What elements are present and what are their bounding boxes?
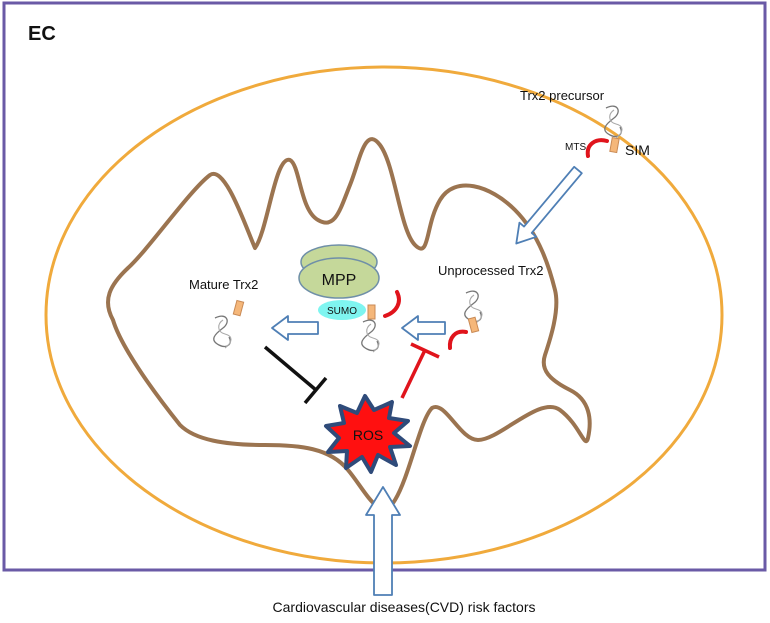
unprocessed-trx2-protein bbox=[447, 290, 483, 350]
trx2-precursor-protein bbox=[585, 105, 623, 158]
sumo-ellipse bbox=[318, 300, 366, 320]
mitochondrion-outline bbox=[106, 137, 592, 511]
risk-factors-arrow bbox=[365, 486, 401, 596]
import-arrow bbox=[515, 165, 583, 245]
processing-sim-block bbox=[367, 304, 376, 320]
mts-label: MTS bbox=[565, 142, 586, 153]
precursor-mts-tail bbox=[585, 138, 609, 158]
ros-label: ROS bbox=[353, 427, 383, 443]
sim-label: SIM bbox=[625, 142, 650, 158]
mature-trx2-label: Mature Trx2 bbox=[189, 277, 258, 292]
cell-label: EC bbox=[28, 23, 56, 45]
mpp-label: MPP bbox=[322, 272, 357, 289]
processing-arrow-left bbox=[271, 315, 319, 341]
processing-trx2-protein bbox=[361, 290, 401, 353]
trx2-precursor-label: Trx2 precursor bbox=[520, 88, 605, 103]
sumo-label: SUMO bbox=[327, 306, 357, 317]
unprocessed-trx2-label: Unprocessed Trx2 bbox=[438, 263, 544, 278]
ros-starburst bbox=[324, 394, 412, 474]
mature-trx2-inhibits-ros bbox=[263, 345, 328, 405]
precursor-sim-block bbox=[609, 137, 620, 154]
unprocessed-mts-tail bbox=[447, 329, 468, 350]
mpp-complex bbox=[298, 244, 380, 299]
cvd-risk-factors-label: Cardiovascular diseases(CVD) risk factor… bbox=[273, 599, 536, 615]
cell-frame bbox=[2, 1, 767, 572]
mature-trx2-protein bbox=[213, 299, 245, 349]
processing-arrow-right bbox=[401, 315, 446, 341]
mature-sim-block bbox=[232, 299, 245, 317]
unprocessed-sim-block bbox=[467, 316, 480, 334]
processing-mts-tail bbox=[383, 290, 401, 318]
ros-inhibits-processing bbox=[400, 342, 440, 399]
